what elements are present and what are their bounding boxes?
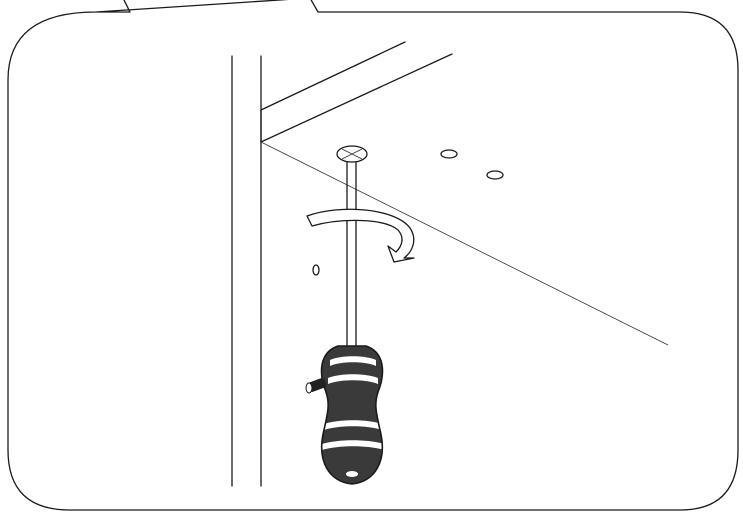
dowel-pin xyxy=(305,378,327,394)
hole xyxy=(440,149,458,159)
panel-underside-edge xyxy=(260,141,669,346)
screw-head xyxy=(336,145,368,163)
hole xyxy=(486,170,504,180)
panel-front-bottom-edge xyxy=(260,53,453,143)
rotation-arrow xyxy=(306,208,415,263)
screwdriver-handle xyxy=(320,345,384,485)
frame-border xyxy=(7,0,739,511)
hole xyxy=(312,264,320,276)
screwdriver-shaft xyxy=(346,161,357,346)
panel-front-top-edge xyxy=(260,41,406,111)
